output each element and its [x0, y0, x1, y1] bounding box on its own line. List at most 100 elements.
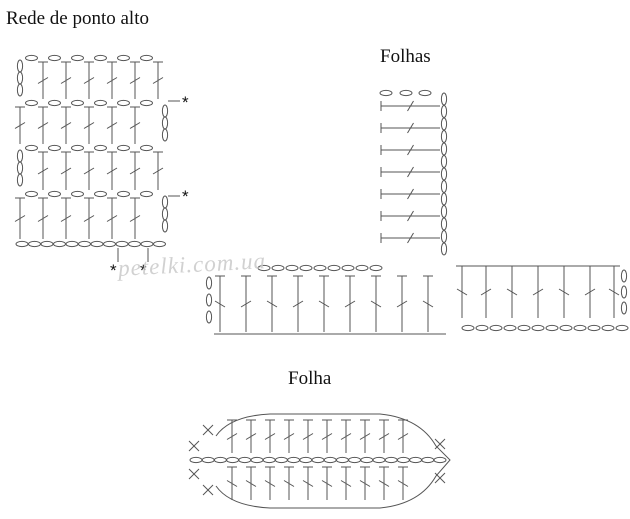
dc-cross — [264, 433, 276, 440]
dc-cross — [152, 77, 164, 84]
chain-stitch-symbol — [620, 269, 628, 283]
dc-cross — [359, 433, 371, 440]
dc-cross — [37, 77, 49, 84]
chain-stitch-symbol — [161, 104, 169, 118]
double-crochet-symbol — [226, 419, 238, 453]
dc-cross — [407, 166, 414, 178]
double-crochet-symbol — [83, 61, 95, 99]
chain-stitch-symbol — [409, 456, 423, 464]
chain-stitch-symbol — [311, 456, 325, 464]
dc-cross — [321, 433, 333, 440]
chain-stitch-symbol — [440, 92, 448, 106]
double-crochet-symbol — [397, 466, 409, 500]
chain-stitch-symbol — [71, 54, 84, 62]
chain-stitch-symbol — [503, 324, 517, 332]
chain-stitch-symbol — [65, 240, 79, 248]
chain-stitch-symbol — [360, 456, 374, 464]
chain-stitch-symbol — [16, 71, 24, 85]
dc-cross — [506, 288, 518, 296]
double-crochet-symbol — [380, 144, 440, 156]
double-crochet-symbol — [37, 106, 49, 144]
dc-cross — [283, 433, 295, 440]
chain-stitch-symbol — [587, 324, 601, 332]
chain-stitch-symbol — [440, 142, 448, 156]
chain-stitch-symbol — [531, 324, 545, 332]
chain-stitch-symbol — [341, 264, 355, 272]
chain-stitch-symbol — [440, 205, 448, 218]
slip-stitch-symbol — [202, 424, 214, 436]
dc-cross — [214, 300, 226, 308]
chain-stitch-symbol — [396, 456, 410, 464]
chain-stitch-symbol — [48, 54, 61, 62]
chain-stitch-symbol — [440, 230, 448, 243]
dc-cross — [321, 480, 333, 487]
chain-stitch-symbol — [128, 240, 141, 248]
double-crochet-symbol — [359, 466, 371, 500]
chain-stitch-symbol — [379, 89, 393, 97]
chain-stitch-symbol — [226, 456, 240, 464]
repeat-star-marker: * — [182, 93, 189, 112]
dc-cross — [378, 433, 390, 440]
chain-stitch-symbol — [94, 190, 107, 198]
chain-stitch-symbol — [71, 99, 84, 107]
double-crochet-symbol — [378, 419, 390, 453]
chain-stitch-symbol — [517, 324, 531, 332]
chain-stitch-symbol — [16, 59, 24, 73]
dc-cross — [480, 288, 492, 296]
x-stroke — [202, 484, 214, 496]
chain-stitch-symbol — [335, 456, 349, 464]
dc-cross — [407, 232, 414, 244]
chain-stitch-symbol — [369, 264, 383, 272]
double-crochet-symbol — [129, 106, 141, 144]
folhas-chart — [205, 89, 629, 335]
dc-cross — [344, 300, 356, 308]
double-crochet-symbol — [37, 197, 49, 239]
dc-cross — [397, 433, 409, 440]
x-stroke — [434, 438, 446, 450]
dc-cross — [106, 77, 118, 84]
chain-stitch-symbol — [421, 456, 435, 464]
double-crochet-symbol — [129, 151, 141, 190]
double-crochet-symbol — [264, 466, 276, 500]
repeat-markers: **** — [110, 93, 189, 280]
chain-stitch-symbol — [161, 116, 169, 130]
dc-cross — [318, 300, 330, 308]
slip-stitch-symbol — [434, 472, 446, 484]
dc-cross — [407, 122, 414, 134]
dc-cross — [422, 300, 434, 308]
chain-stitch-symbol — [140, 240, 154, 248]
chain-stitch-symbol — [274, 456, 288, 464]
dc-cross — [37, 122, 49, 129]
double-crochet-symbol — [245, 419, 257, 453]
dc-cross — [266, 300, 278, 308]
double-crochet-symbol — [380, 210, 440, 222]
chain-stitch-symbol — [161, 219, 169, 233]
dc-cross — [37, 167, 49, 175]
chain-stitch-symbol — [25, 54, 38, 62]
chain-stitch-symbol — [117, 99, 130, 107]
chain-stitch-symbol — [372, 456, 386, 464]
chain-stitch-symbol — [117, 144, 130, 152]
chain-stitch-symbol — [48, 99, 61, 107]
double-crochet-symbol — [380, 100, 440, 112]
dc-cross — [83, 122, 95, 129]
chain-stitch-symbol — [601, 324, 615, 332]
chain-stitch-symbol — [355, 264, 369, 272]
double-crochet-symbol — [37, 61, 49, 99]
chain-stitch-symbol — [299, 264, 313, 272]
chain-stitch-symbol — [48, 190, 61, 198]
double-crochet-symbol — [106, 197, 118, 239]
chain-stitch-symbol — [48, 144, 61, 152]
slip-stitch-symbol — [188, 468, 200, 480]
chain-stitch-symbol — [418, 89, 432, 97]
double-crochet-symbol — [283, 466, 295, 500]
dc-cross — [152, 167, 164, 175]
double-crochet-symbol — [60, 61, 72, 99]
dc-cross — [340, 433, 352, 440]
x-stroke — [434, 472, 446, 484]
dc-cross — [106, 167, 118, 175]
chain-stitch-symbol — [559, 324, 573, 332]
chain-stitch-symbol — [40, 240, 54, 248]
title-folhas: Folhas — [380, 46, 431, 67]
double-crochet-symbol — [340, 419, 352, 453]
